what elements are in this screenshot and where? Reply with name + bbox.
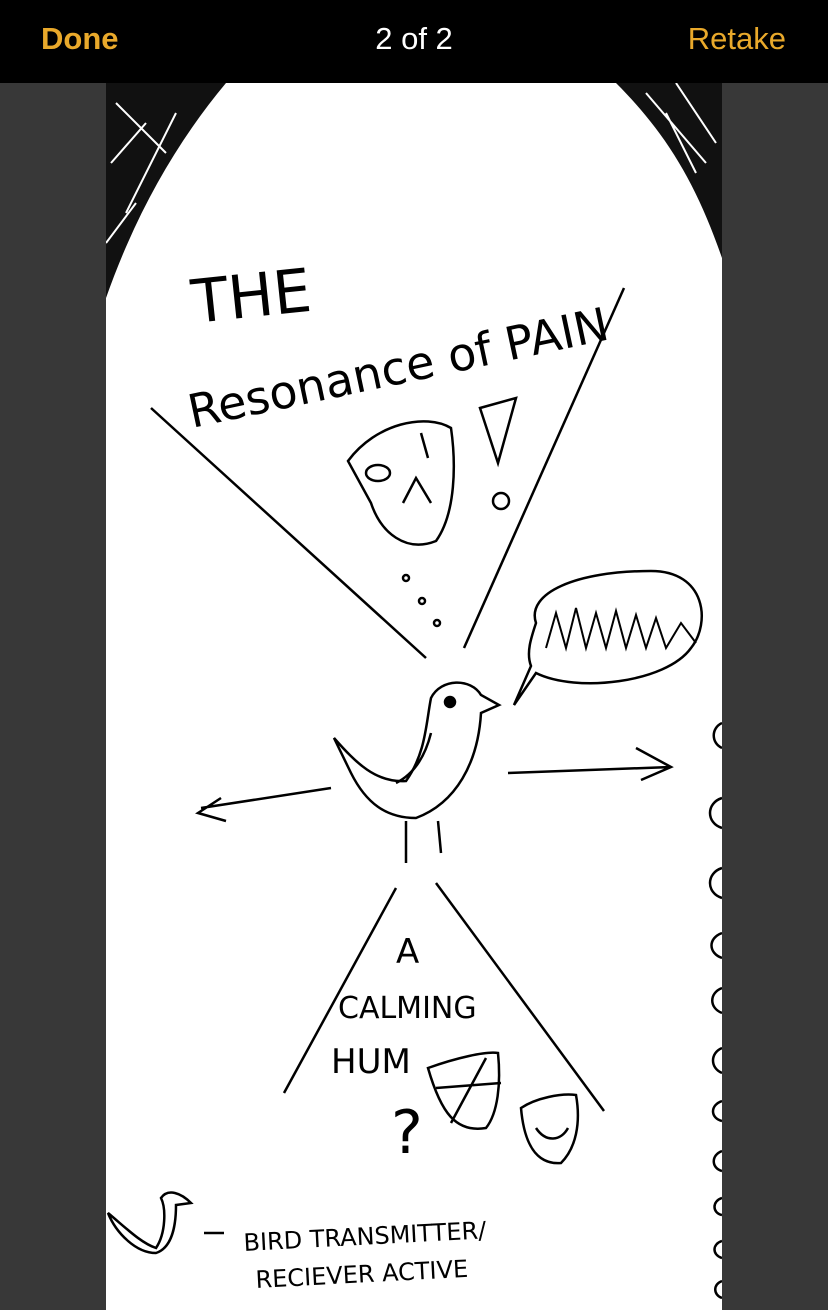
notebook-ring-marks [708, 721, 722, 1300]
speech-bubble [512, 569, 703, 706]
legend-line2: RECIEVER ACTIVE [255, 1255, 469, 1294]
drawing-canvas: THE Resonance of PAIN [106, 83, 722, 1300]
top-left-dark-corner [106, 83, 226, 298]
crossed-mask-drawing [426, 1051, 501, 1130]
left-arrow [195, 786, 332, 823]
smiling-mask-drawing [519, 1093, 580, 1165]
done-button[interactable]: Done [41, 21, 119, 56]
top-right-dark-corner [616, 83, 722, 258]
small-bird-drawing [106, 1191, 194, 1255]
top-navigation-bar: Done 2 of 2 Retake [0, 0, 828, 83]
hum-text-line2: CALMING [338, 991, 477, 1026]
question-mark-drawing: ? [391, 1098, 423, 1168]
right-arrow [507, 746, 674, 782]
legend-line1: BIRD TRANSMITTER/ [243, 1216, 488, 1257]
hum-text-line3: HUM [331, 1042, 411, 1082]
scanned-page: THE Resonance of PAIN [106, 83, 722, 1310]
page-counter: 2 of 2 [375, 21, 453, 56]
drawing-title-line1: THE [187, 256, 314, 338]
lower-right-line [434, 882, 606, 1112]
right-v-line [462, 287, 626, 649]
hum-text-line1: A [396, 932, 419, 972]
left-v-line [150, 407, 427, 659]
exclamation-drawing [478, 396, 518, 468]
sad-mask-drawing [346, 420, 455, 546]
bird-drawing [332, 681, 502, 863]
lower-left-line [282, 887, 398, 1094]
retake-button[interactable]: Retake [687, 21, 786, 56]
